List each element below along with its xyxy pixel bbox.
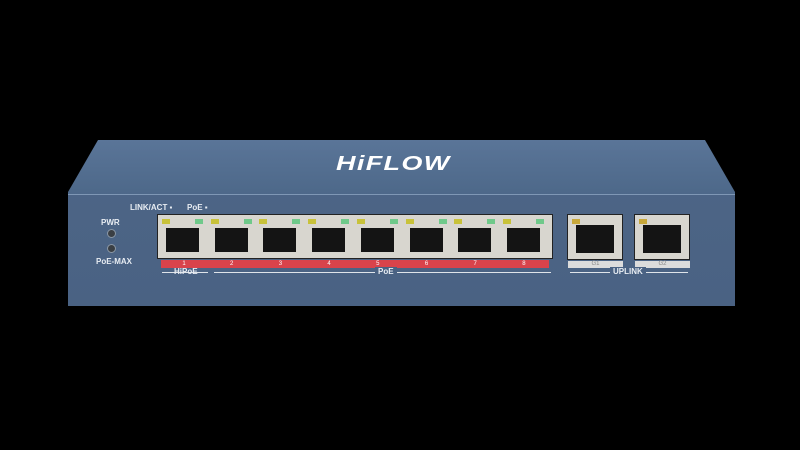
g1-label: G1 — [568, 261, 623, 268]
rj45-socket — [312, 228, 346, 252]
rj45-socket — [214, 228, 248, 252]
link-led — [454, 219, 463, 224]
pwr-label: PWR — [101, 218, 120, 227]
poe-port-5[interactable] — [354, 217, 400, 256]
link-led — [259, 219, 268, 224]
port-number-label: 1 — [161, 260, 207, 268]
poe-port-3[interactable] — [257, 217, 303, 256]
link-led — [210, 219, 219, 224]
brand-logo: HiFLOW — [336, 153, 451, 175]
poe-led — [292, 219, 301, 224]
port-number-label: 6 — [401, 260, 452, 268]
rj45-socket — [506, 228, 540, 252]
rj45-socket — [458, 228, 492, 252]
poe-led — [341, 219, 350, 224]
uplink-port-g2[interactable] — [634, 214, 690, 260]
link-led — [356, 219, 365, 224]
port-number-label: 4 — [304, 260, 355, 268]
poe-max-led — [107, 244, 116, 253]
poe-led — [243, 219, 252, 224]
link-led — [405, 219, 414, 224]
poe-group-label: PoE — [375, 267, 397, 276]
switch-top-panel — [68, 140, 735, 195]
port-number-label: 8 — [498, 260, 549, 268]
poe-led-label: PoE ▪ — [187, 203, 208, 212]
rj45-socket — [263, 228, 297, 252]
pwr-led — [107, 229, 116, 238]
link-led — [308, 219, 317, 224]
poe-port-6[interactable] — [403, 217, 449, 256]
poe-led — [438, 219, 447, 224]
hipoe-label: HiPoE — [174, 267, 198, 276]
link-act-label: LINK/ACT ▪ — [130, 203, 173, 212]
poe-port-1[interactable] — [160, 217, 205, 256]
port-number-label: 7 — [450, 260, 501, 268]
rj45-socket — [360, 228, 394, 252]
link-led — [162, 219, 170, 224]
rj45-socket — [409, 228, 443, 252]
rj45-socket — [166, 228, 199, 252]
poe-port-2[interactable] — [208, 217, 254, 256]
port-number-label: 3 — [255, 260, 306, 268]
poe-max-label: PoE-MAX — [96, 257, 132, 266]
uplink-port-g1[interactable] — [567, 214, 623, 260]
poe-led — [389, 219, 398, 224]
port-number-label: 2 — [206, 260, 257, 268]
port-number-label: 5 — [352, 260, 403, 268]
link-led — [502, 219, 511, 224]
g2-label: G2 — [635, 261, 690, 268]
poe-port-7[interactable] — [452, 217, 498, 256]
poe-led — [487, 219, 496, 224]
poe-led — [195, 219, 203, 224]
poe-port-8[interactable] — [500, 217, 546, 256]
uplink-label: UPLINK — [610, 267, 646, 276]
poe-led — [535, 219, 544, 224]
poe-port-4[interactable] — [306, 217, 352, 256]
